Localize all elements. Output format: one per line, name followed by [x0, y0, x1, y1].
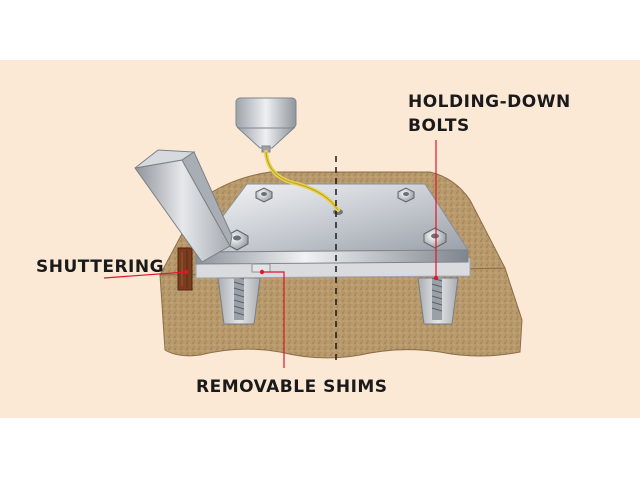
chute-icon	[134, 149, 233, 263]
label-bolts: BOLTS	[408, 116, 470, 136]
label-shuttering: SHUTTERING	[36, 257, 164, 277]
leader-lines	[103, 140, 437, 368]
bolt-pocket-left	[217, 270, 261, 325]
funnel-icon	[235, 97, 297, 153]
shuttering-board	[177, 247, 193, 291]
hex-nut-icon	[397, 187, 415, 203]
soil-foundation	[159, 267, 523, 359]
grout-stream-outline	[265, 151, 339, 211]
label-removable-shims: REMOVABLE SHIMS	[196, 377, 388, 397]
leader-dots	[183, 269, 439, 281]
leader-removable-shims	[262, 271, 285, 368]
leader-shuttering	[103, 271, 187, 279]
label-holding-down: HOLDING-DOWN	[408, 92, 571, 112]
bolt-pocket-right	[417, 262, 459, 325]
hex-nut-icon	[423, 227, 447, 249]
hex-nut-icon	[255, 187, 273, 203]
